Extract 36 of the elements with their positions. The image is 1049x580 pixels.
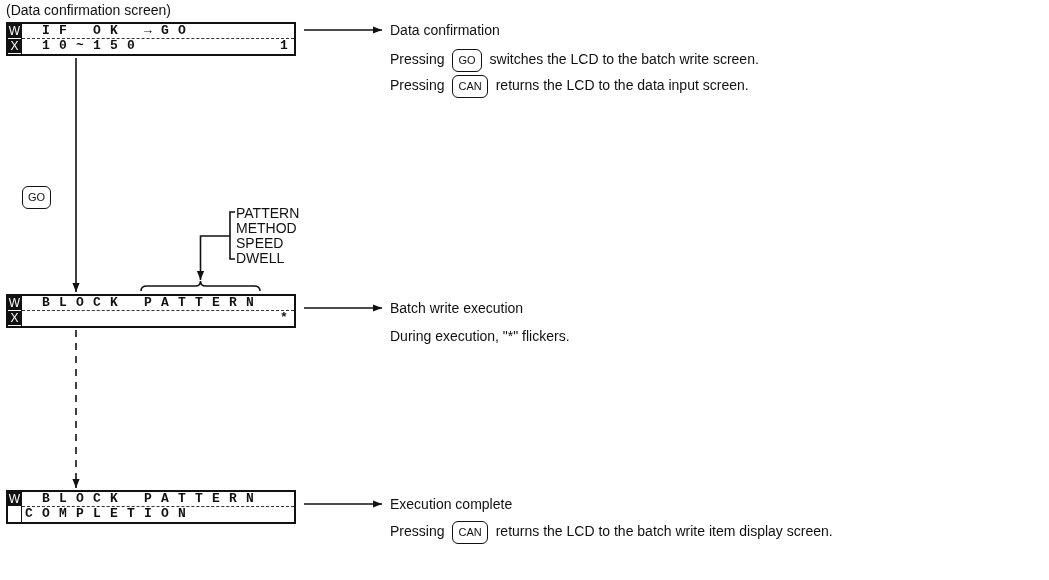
- description-text: switches the LCD to the batch write screen.: [489, 51, 759, 67]
- row-indicator: W: [8, 24, 21, 38]
- row-indicator: X: [8, 311, 21, 325]
- list-item: METHOD: [236, 221, 298, 236]
- display-text: *: [280, 311, 297, 325]
- arrow: [72, 57, 80, 293]
- arrow: [72, 329, 80, 489]
- display-text: IF OK →GO: [42, 24, 195, 38]
- list-item: PATTERN: [236, 206, 300, 221]
- keycap: CAN: [452, 74, 488, 98]
- display-text: 10~150: [42, 39, 144, 53]
- description-text: During execution, "*" flickers.: [390, 328, 570, 344]
- keycap: GO: [22, 186, 52, 209]
- row-indicator: X: [8, 39, 21, 53]
- screen-title: (Data confirmation screen): [6, 2, 171, 18]
- section-heading: Data confirmation: [390, 22, 500, 38]
- list-item: DWELL: [236, 251, 286, 266]
- description-text: returns the LCD to the batch write item display screen.: [495, 523, 833, 539]
- row-indicator: W: [8, 296, 21, 310]
- row-indicator: W: [8, 492, 21, 506]
- keycap: CAN: [452, 520, 488, 544]
- description-text: returns the LCD to the data input screen.: [495, 77, 749, 93]
- keycap: GO: [452, 48, 482, 72]
- arrow: [303, 26, 383, 34]
- description-text: Pressing: [390, 51, 445, 67]
- arrow: [196, 235, 231, 281]
- arrow: [303, 304, 383, 312]
- display-text: BLOCK PATTERN: [42, 296, 264, 310]
- display-text: COMPLETION: [25, 507, 195, 521]
- arrow: [303, 500, 383, 508]
- list-item: SPEED: [236, 236, 285, 251]
- display-text: BLOCK PATTERN: [42, 492, 264, 506]
- section-heading: Batch write execution: [390, 300, 525, 316]
- description-text: Pressing: [390, 77, 445, 93]
- section-heading: Execution complete: [390, 496, 513, 512]
- display-text: 1: [280, 39, 297, 53]
